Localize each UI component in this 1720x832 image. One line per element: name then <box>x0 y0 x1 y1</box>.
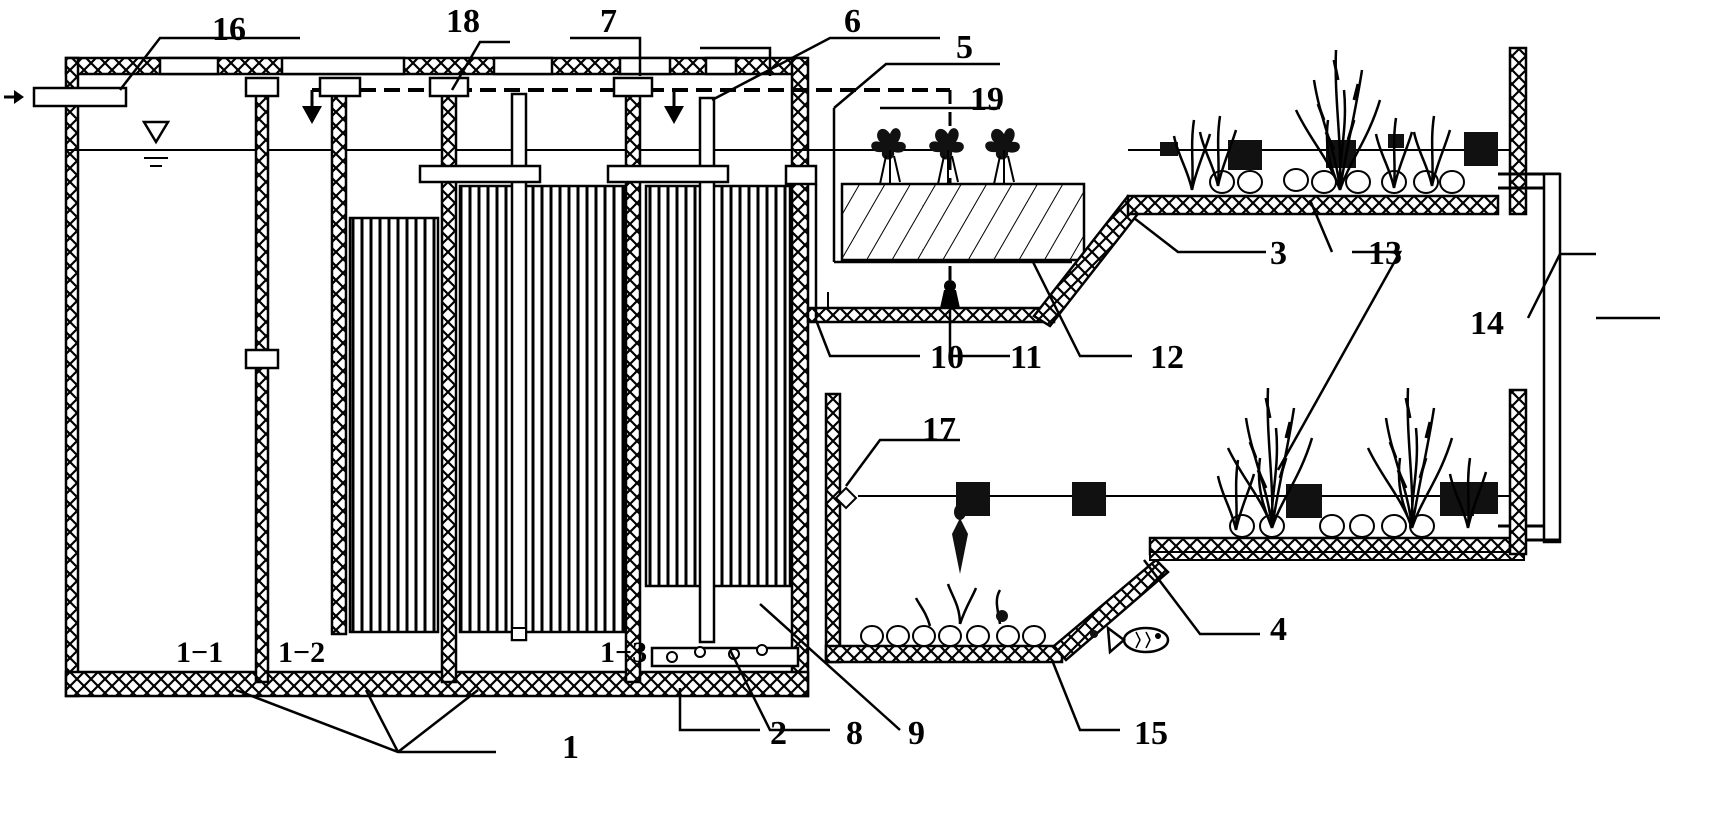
chamber-label-1-2: 1−2 <box>278 636 325 669</box>
fish-icon <box>1106 625 1170 655</box>
chamber-label-1-3: 1−3 <box>600 636 647 669</box>
label-4: 4 <box>1270 611 1287 648</box>
label-5: 5 <box>956 29 973 66</box>
label-12: 12 <box>1150 339 1184 376</box>
lower-pond <box>824 386 1528 664</box>
label-18: 18 <box>446 3 480 40</box>
label-14: 14 <box>1470 305 1504 342</box>
main-tank <box>4 56 950 698</box>
label-16: 16 <box>212 11 246 48</box>
label-9: 9 <box>908 715 925 752</box>
label-13: 13 <box>1368 235 1402 272</box>
label-10: 10 <box>930 339 964 376</box>
chamber-label-1-1: 1−1 <box>176 636 223 669</box>
label-17: 17 <box>922 411 956 448</box>
label-7: 7 <box>600 3 617 40</box>
label-15: 15 <box>1134 715 1168 752</box>
upper-wetland <box>1126 46 1562 544</box>
label-1: 1 <box>562 729 579 766</box>
label-2: 2 <box>770 715 787 752</box>
label-8: 8 <box>846 715 863 752</box>
leader-lines <box>119 36 1660 754</box>
label-set: 16 18 7 6 5 19 3 13 14 10 11 12 17 4 15 … <box>176 3 1504 766</box>
label-3: 3 <box>1270 235 1287 272</box>
label-19: 19 <box>970 81 1004 118</box>
label-6: 6 <box>844 3 861 40</box>
floating-bed <box>806 90 1146 328</box>
label-11: 11 <box>1010 339 1042 376</box>
